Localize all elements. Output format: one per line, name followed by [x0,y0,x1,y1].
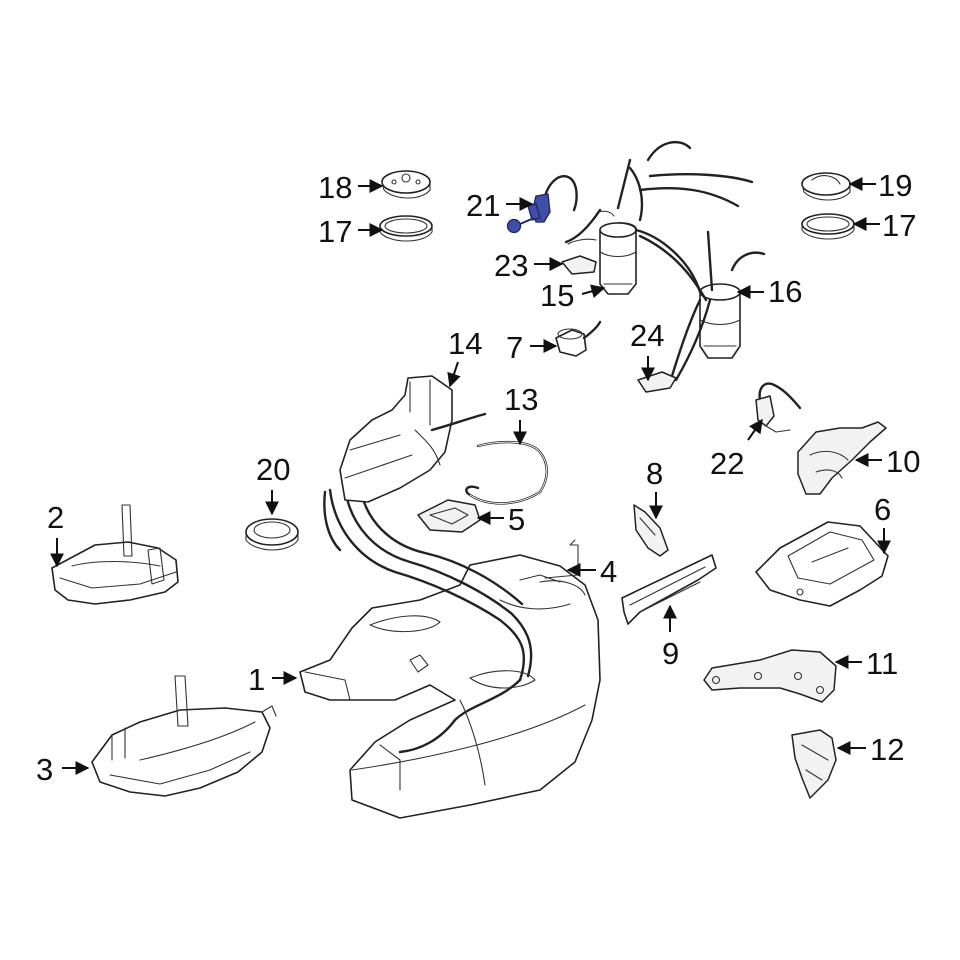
callout-22: 22 [710,446,744,481]
callout-10: 10 [886,444,920,479]
seal-ring-part-17-left[interactable] [379,215,433,242]
callout-2: 2 [47,500,64,535]
callout-7: 7 [506,330,523,365]
callout-21: 21 [466,188,500,223]
fuel-line-harness [564,140,766,382]
strap-bracket-part-4[interactable] [544,539,579,579]
callout-11: 11 [866,646,898,681]
callout-14: 14 [448,326,482,361]
callout-23: 23 [494,248,528,283]
callout-6: 6 [874,492,891,527]
callout-19: 19 [878,168,912,203]
bracket-part-5[interactable] [417,499,481,533]
shield-part-2[interactable] [51,504,179,605]
fuel-pump-module-part-15[interactable] [595,210,637,295]
heat-shield-part-11[interactable] [703,649,837,703]
lock-ring-part-20[interactable] [245,518,299,551]
callout-17-right: 17 [882,208,916,243]
valve-part-7[interactable] [555,320,602,357]
skid-plate-part-6[interactable] [755,521,889,607]
leader-lines [50,177,891,775]
bracket-part-8[interactable] [633,504,669,557]
callout-18: 18 [318,170,352,205]
callout-8: 8 [646,456,663,491]
callout-12: 12 [870,732,904,767]
vent-line-part-13[interactable] [465,440,548,505]
callout-17-left: 17 [318,214,352,249]
heat-shield-part-10[interactable] [797,421,887,495]
callout-4: 4 [600,554,617,589]
filler-neck-part-14[interactable] [323,375,487,552]
lock-ring-part-18[interactable] [381,170,431,199]
shield-part-3[interactable] [91,675,277,797]
crossmember-part-9[interactable] [621,554,717,625]
callout-16: 16 [768,274,802,309]
callout-labels: 1 2 3 4 5 6 7 8 9 10 11 12 13 14 15 16 1… [36,168,920,787]
callout-13: 13 [504,382,538,417]
seal-ring-part-17-right[interactable] [801,213,855,240]
callout-3: 3 [36,752,53,787]
clip-part-23[interactable] [561,238,597,275]
bracket-part-24[interactable] [637,371,677,393]
fuel-line-bundle [328,484,533,754]
callout-20: 20 [256,452,290,487]
callout-24: 24 [630,318,664,353]
callout-1: 1 [248,662,265,697]
lock-ring-part-19[interactable] [801,172,851,201]
callout-15: 15 [540,278,574,313]
sensor-part-22[interactable] [755,382,802,433]
fuel-level-sender-part-21[interactable] [506,175,578,234]
shield-part-12[interactable] [791,729,837,799]
callout-9: 9 [662,636,679,671]
fuel-tank-part-1[interactable] [299,554,601,819]
callout-5: 5 [508,502,525,537]
fuel-pump-module-part-16[interactable] [699,283,741,359]
